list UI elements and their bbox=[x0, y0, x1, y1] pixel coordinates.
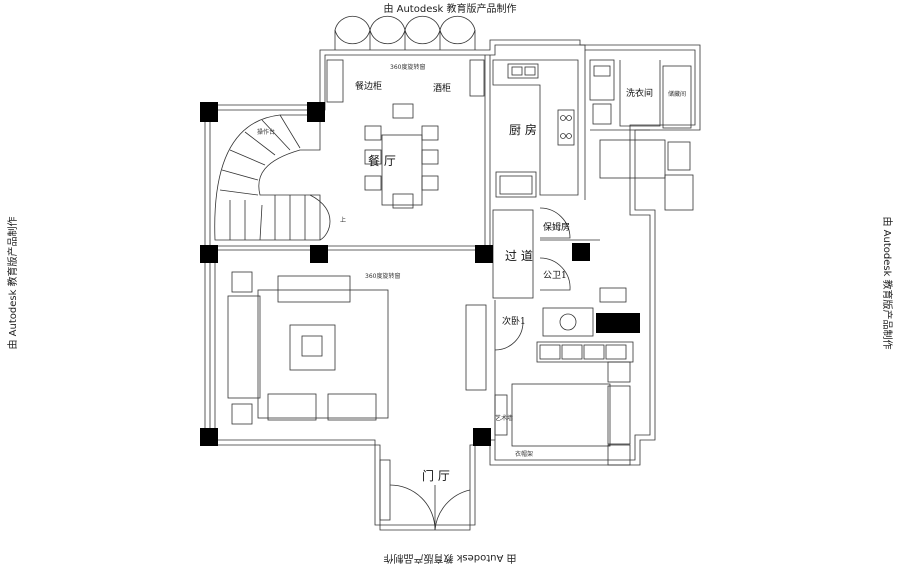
label-rotating-window-2: 360度旋转窗 bbox=[365, 272, 400, 280]
room-label-corridor: 过 道 bbox=[505, 249, 533, 263]
room-label-foyer: 门 厅 bbox=[422, 468, 450, 483]
room-label-nanny: 保姆房 bbox=[543, 221, 570, 233]
room-label-dining: 餐 厅 bbox=[368, 153, 396, 168]
washer bbox=[589, 59, 615, 101]
room-label-kitchen: 厨 房 bbox=[509, 122, 537, 137]
label-rotating-window-1: 360度旋转窗 bbox=[390, 63, 425, 71]
outer-wall bbox=[204, 39, 701, 531]
staircase bbox=[214, 114, 321, 241]
label-stair-up: 上 bbox=[340, 216, 346, 224]
label-stair-platform: 操作台 bbox=[257, 128, 275, 136]
dining-table bbox=[381, 134, 423, 206]
inner-wall bbox=[209, 44, 696, 526]
tv-cabinet bbox=[465, 304, 487, 391]
coffee-table bbox=[289, 324, 336, 371]
sofa-main bbox=[227, 295, 261, 399]
label-storage: 储藏间 bbox=[668, 90, 686, 98]
label-wine-cabinet: 酒柜 bbox=[433, 82, 451, 94]
shower bbox=[662, 65, 692, 129]
room-label-bath: 公卫1 bbox=[543, 270, 567, 281]
watermark-top: 由 Autodesk 教育版产品制作 bbox=[383, 4, 517, 15]
room-label-bedroom: 次卧1 bbox=[502, 315, 526, 327]
bed bbox=[511, 383, 611, 447]
room-label-laundry: 洗衣间 bbox=[626, 87, 653, 99]
label-wardrobe: 衣帽架 bbox=[515, 450, 533, 458]
kitchen-sink bbox=[507, 63, 539, 79]
label-sideboard: 餐边柜 bbox=[355, 80, 382, 92]
sideboard bbox=[326, 59, 344, 103]
stove bbox=[557, 109, 575, 146]
label-art-wall: 艺术墙 bbox=[495, 414, 513, 422]
rug bbox=[257, 289, 389, 419]
toilet bbox=[599, 287, 627, 303]
kitchen-counter bbox=[492, 59, 579, 196]
